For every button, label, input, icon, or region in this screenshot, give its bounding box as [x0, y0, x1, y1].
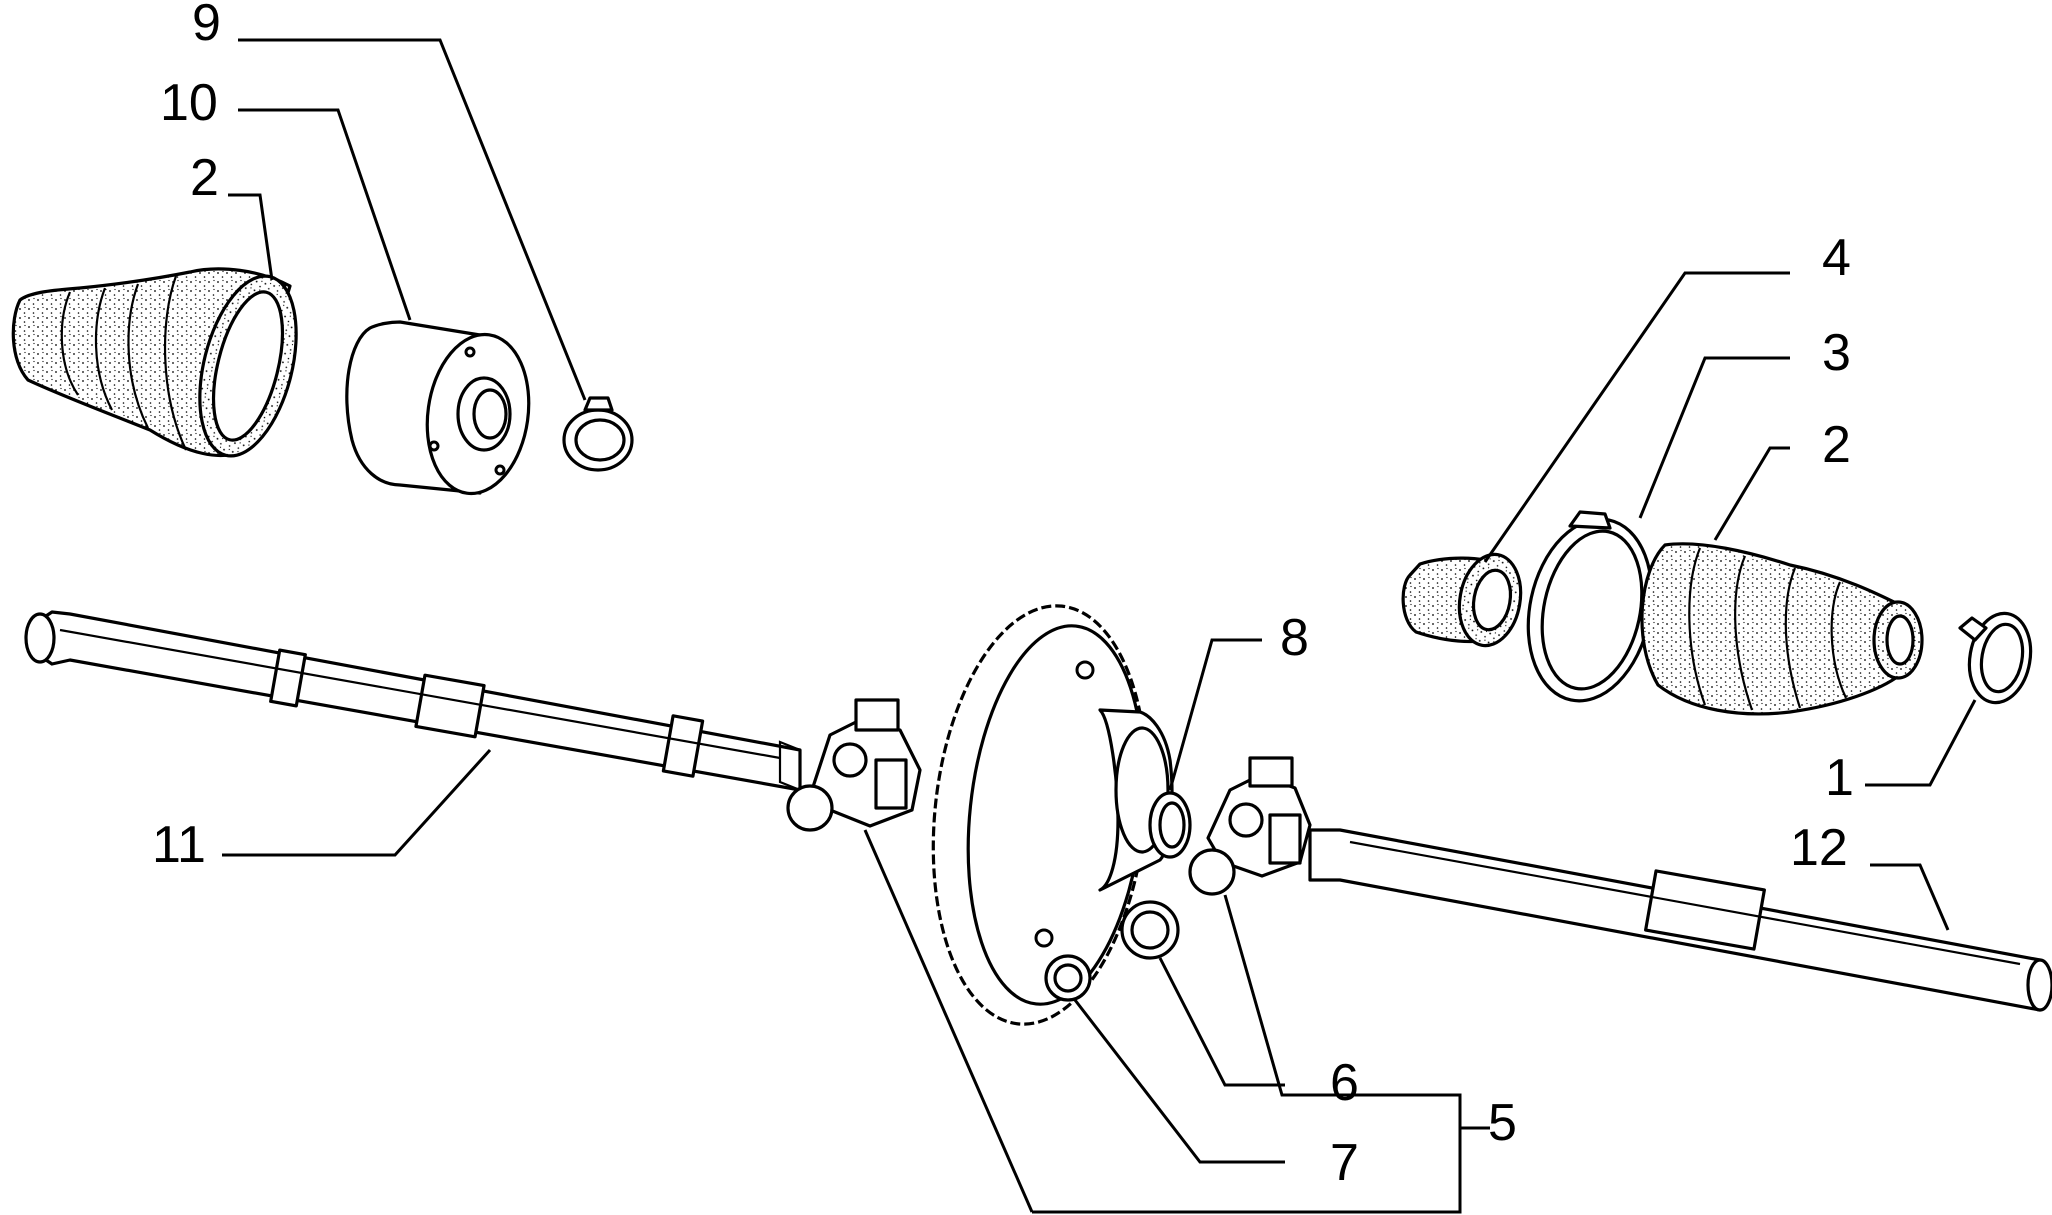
- bearing-ring-8: [1148, 791, 1192, 859]
- leader-line-12: [1870, 863, 1950, 931]
- callout-4: 4: [1822, 229, 1851, 287]
- small-clamp-right: [1958, 611, 2033, 705]
- washer-7: [1044, 954, 1092, 1002]
- callout-12: 12: [1790, 819, 1848, 877]
- callout-5: 5: [1488, 1094, 1517, 1152]
- large-clamp-right: [1526, 510, 1654, 703]
- leader-line-5-right: [1223, 894, 1462, 1128]
- callout-2-right: 2: [1822, 416, 1851, 474]
- leader-line-8: [1168, 638, 1262, 791]
- leader-line-6: [1158, 957, 1285, 1087]
- callout-7: 7: [1330, 1134, 1359, 1192]
- leader-line-11: [222, 748, 492, 857]
- leader-line-4: [1483, 271, 1790, 563]
- cv-joint-housing: [345, 320, 531, 496]
- leader-line-5: [1032, 1126, 1490, 1214]
- callout-8: 8: [1280, 609, 1309, 667]
- leader-line-10: [238, 108, 412, 321]
- leader-line-3: [1638, 356, 1790, 519]
- callout-6: 6: [1330, 1054, 1359, 1112]
- spider-joint-left: [786, 698, 922, 832]
- callout-2-left: 2: [190, 149, 219, 207]
- ring-gear: [931, 604, 1174, 1026]
- callout-1: 1: [1825, 749, 1854, 807]
- small-clamp-left: [562, 396, 634, 472]
- small-boot-right: [1401, 552, 1523, 648]
- boot-left: [11, 267, 298, 458]
- washer-6: [1120, 900, 1180, 960]
- leader-line-9: [238, 38, 587, 401]
- callout-11: 11: [152, 816, 206, 874]
- leader-line-2a: [228, 193, 274, 281]
- callout-3: 3: [1822, 324, 1851, 382]
- leader-line-5-left: [863, 829, 1034, 1213]
- leader-line-7: [1073, 999, 1285, 1164]
- spider-joint-right: [1188, 756, 1312, 896]
- leader-line-1: [1865, 699, 1977, 787]
- callout-10: 10: [160, 74, 218, 132]
- long-shaft: [24, 610, 802, 792]
- short-shaft-right: [1308, 828, 2052, 1012]
- boot-right: [1640, 542, 1924, 716]
- leader-line-2b: [1713, 446, 1790, 541]
- callout-9: 9: [192, 0, 221, 52]
